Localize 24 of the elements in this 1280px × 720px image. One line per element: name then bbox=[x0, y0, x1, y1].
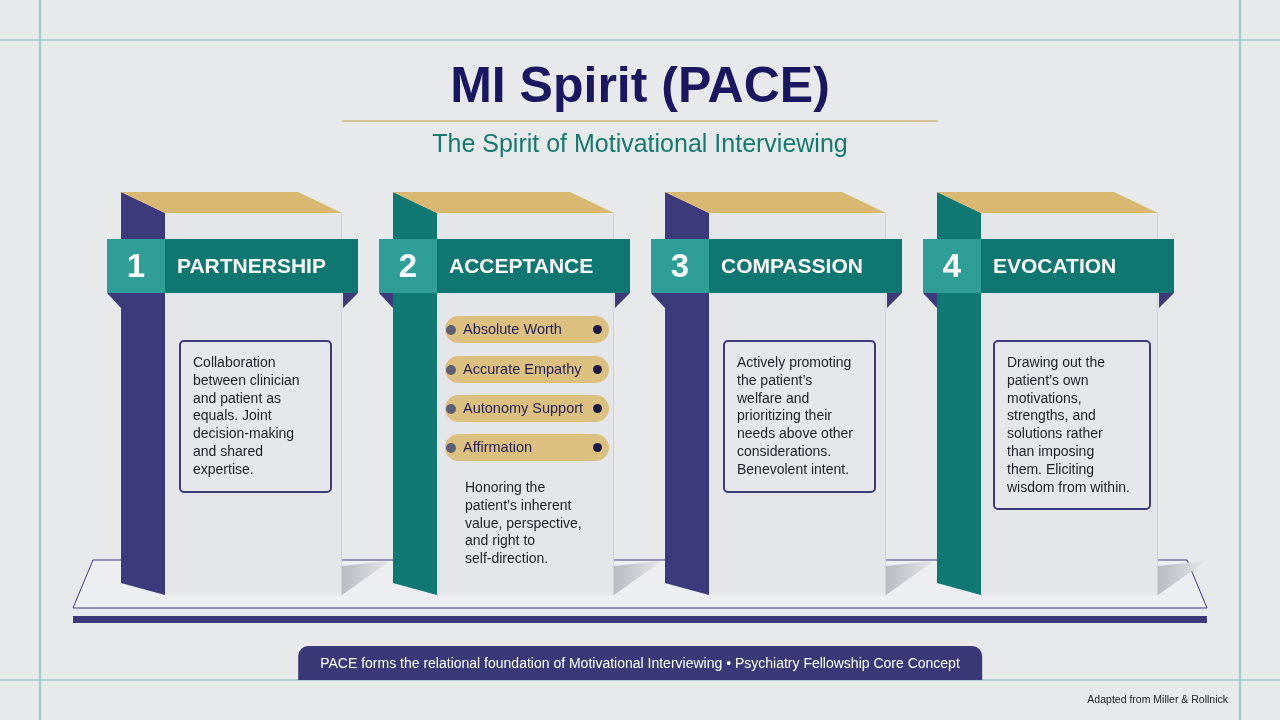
pill-label: Affirmation bbox=[463, 438, 533, 457]
step-number: 3 bbox=[651, 239, 709, 293]
quality-pill bbox=[445, 395, 609, 422]
step-number: 4 bbox=[923, 239, 981, 293]
description-box: Actively promoting the patient’s welfare and prioritizing their needs above other considerations. Benevolent intent. bbox=[723, 340, 876, 493]
pillar-heading: PARTNERSHIP bbox=[165, 239, 358, 293]
subtitle: The Spirit of Motivational Interviewing bbox=[432, 128, 848, 158]
title: MI Spirit (PACE) bbox=[450, 57, 830, 113]
description-text: Honoring the patient’s inherent value, perspective, and right to self-direction. bbox=[465, 479, 583, 568]
description-box: Drawing out the patient’s own motivations, strengths, and solutions rather than imposing them. Eliciting wisdom from within. bbox=[993, 340, 1151, 511]
description-box: Collaboration between clinician and patient as equals. Joint decision-making and shared expertise. bbox=[179, 340, 332, 493]
pillar-heading: EVOCATION bbox=[981, 239, 1174, 293]
pillar-heading: COMPASSION bbox=[709, 239, 902, 293]
step-number: 2 bbox=[379, 239, 437, 293]
quality-pill bbox=[445, 434, 609, 461]
pill-label: Absolute Worth bbox=[463, 320, 562, 339]
pillar-heading: ACCEPTANCE bbox=[437, 239, 630, 293]
footer-banner: PACE forms the relational foundation of Motivational Interviewing • Psychiatry Fellowship Core Concept bbox=[298, 646, 982, 680]
quality-pill bbox=[445, 316, 609, 343]
pill-label: Autonomy Support bbox=[463, 399, 584, 418]
quality-pill bbox=[445, 356, 609, 383]
source-note: Adapted from Miller & Rollnick bbox=[1087, 692, 1228, 706]
pill-label: Accurate Empathy bbox=[463, 360, 582, 379]
step-number: 1 bbox=[107, 239, 165, 293]
